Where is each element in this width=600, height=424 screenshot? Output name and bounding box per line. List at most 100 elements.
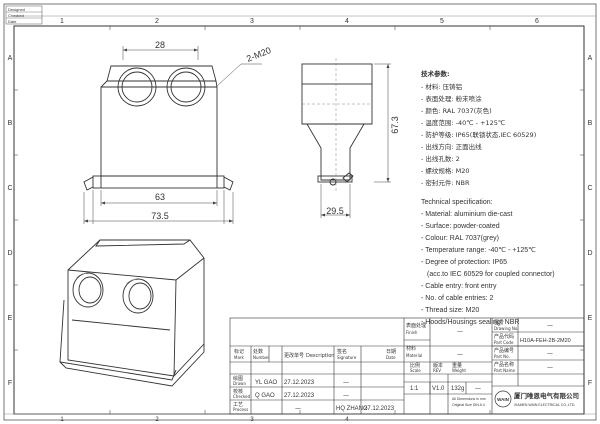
tech-cn-line: - 防护等级: IP65(联锁状态,IEC 60529) [421,130,536,139]
label-drawn-cn: 绘图 [233,375,243,382]
zone-label-bottom-1: 1 [60,417,64,423]
scale-value: 1:1 [410,386,419,392]
dims-note-size: Original Size DIN A 4 [452,403,485,407]
label-finish-en: Finish [406,330,418,335]
label-material-cn: 材料 [406,345,416,352]
label-part-code-cn: 产品代码 [494,333,514,340]
label-finish-cn: 表面处理 [406,322,426,329]
tech-cn-line: - 螺纹规格: M20 [421,166,470,175]
label-process-cn: 工艺 [233,402,243,408]
outer-frame [3,3,597,421]
label-count-cn: 处数 [253,348,263,355]
tech-en-line: - Cable entry: front entry [421,283,497,290]
zone-label-top-4: 4 [345,18,349,25]
label-signature-en: Signature [337,355,357,360]
drawn-date: 27.12.2023 [284,380,315,386]
zone-label-right-f: F [588,380,592,387]
zone-label-bottom-3: 3 [250,417,254,423]
corner-stamp-checked: Checked [8,13,24,18]
label-signature-cn: 签名 [337,348,347,355]
label-version-cn: 版本 [433,362,443,369]
tech-en-heading: Technical specification: [421,199,493,206]
label-part-name-cn: 产品名称 [494,361,514,368]
zone-label-bottom-4: 4 [345,417,349,423]
drawn-by: YL GAO [255,380,277,386]
process-signature-dash: — [295,405,301,412]
zone-label-top-6: 6 [535,18,539,25]
zone-label-right-c: C [587,185,592,192]
label-process-en: Process [233,407,248,412]
tech-cn-line: - 温度范围: -40℃ - +125℃ [421,118,505,127]
zone-label-left-a: A [8,55,13,62]
tech-en-line: - Degree of protection: IP65 [421,259,507,266]
tech-cn-line: - 表面处理: 粉末喷涂 [421,94,482,103]
front-view [83,65,234,191]
label-checked-en: Checked [233,394,251,399]
zone-label-left-f: F [8,380,12,387]
company-logo: WAIN [494,390,512,408]
corner-stamp-designed: Designed [8,7,25,12]
tech-cn-line: - 密封元件: NBR [421,178,470,187]
tech-cn-heading: 技术参数: [421,69,450,78]
tech-en-line-continued: (acc.to IEC 60529 for coupled connector) [427,271,555,278]
label-drawn-en: Drawn [233,381,246,386]
zone-label-left-b: B [8,120,13,127]
checked-date: 27.12.2023 [284,393,315,399]
zone-label-top-1: 1 [60,18,64,25]
title-block [229,317,585,415]
zone-label-left-c: C [7,185,12,192]
zone-label-right-e: E [588,315,593,322]
isometric-view [59,239,205,387]
label-version-en: REV [433,368,441,373]
label-scale-en: Scale [410,368,421,373]
checked-by: Q GAO [255,393,275,399]
label-count-en: Number [253,355,269,360]
zone-label-left-d: D [7,250,12,257]
tech-spec-en: Technical specification: - Material: alu… [421,199,555,326]
label-drawing-no-cn: 图号 [494,320,504,326]
label-weight-cn: 重量 [452,362,462,369]
label-mark-cn: 标记 [234,348,244,355]
dim-thread-callout: 2-M20 [245,45,272,64]
corner-stamp: Designed Checked Date [5,5,43,25]
tech-spec-cn: 技术参数: - 材料: 压铸铝 - 表面处理: 粉末喷涂 - 颜色: RAL 7… [421,69,536,187]
part-code-value: H10A-FEH-2B-2M20 [520,338,571,344]
label-part-no-en: Part No. [494,354,510,359]
label-change-en: Description [306,353,334,359]
weight-extra-value: — [475,385,481,392]
tech-en-line: - Surface: powder-coated [421,223,500,230]
tech-cn-line: - 出线孔数: 2 [421,154,460,163]
label-checked-cn: 校核 [233,388,243,395]
zone-label-top-2: 2 [155,18,159,25]
label-change-cn: 更改单号 [284,352,304,359]
label-weight-en: Weight [452,368,466,373]
tech-en-line: - Thread size: M20 [421,307,479,314]
zone-label-right-d: D [587,250,592,257]
logo-wordmark: WAIN [497,397,509,402]
zone-label-top-3: 3 [250,18,254,25]
label-part-code-en: Part Code [494,340,514,345]
finish-value: — [457,328,463,335]
tech-en-line: - Colour: RAL 7037(grey) [421,235,499,242]
zone-label-right-b: B [588,120,593,127]
label-part-no-cn: 产品编号 [494,347,514,354]
company-name-en: XIAMEN WAIN ELECTRICAL CO.,LTD. [514,403,575,407]
version-value: V1.0 [432,386,445,392]
label-drawing-no-en: Drawing No. [494,326,519,331]
label-mark-en: Mark [234,355,245,360]
drawn-signature-dash: — [343,379,349,386]
side-view [301,63,373,186]
dim-height: 67.3 [390,116,400,134]
dim-hole-spacing: 28 [155,40,165,50]
label-date-en: Date [386,355,396,360]
tech-cn-line: - 出线方向: 正面出线 [421,142,482,151]
tech-en-line: - No. of cable entries: 2 [421,295,493,302]
front-view-dimensions [83,46,262,224]
tech-cn-line: - 颜色: RAL 7037(灰色) [421,106,492,115]
dim-depth: 29.5 [326,206,344,216]
part-no-value: — [547,350,553,357]
drawing-no-value: — [547,322,553,329]
dim-overall-width: 73.5 [151,211,169,221]
tech-cn-line: - 材料: 压铸铝 [421,82,462,91]
dim-body-width: 63 [155,192,165,202]
